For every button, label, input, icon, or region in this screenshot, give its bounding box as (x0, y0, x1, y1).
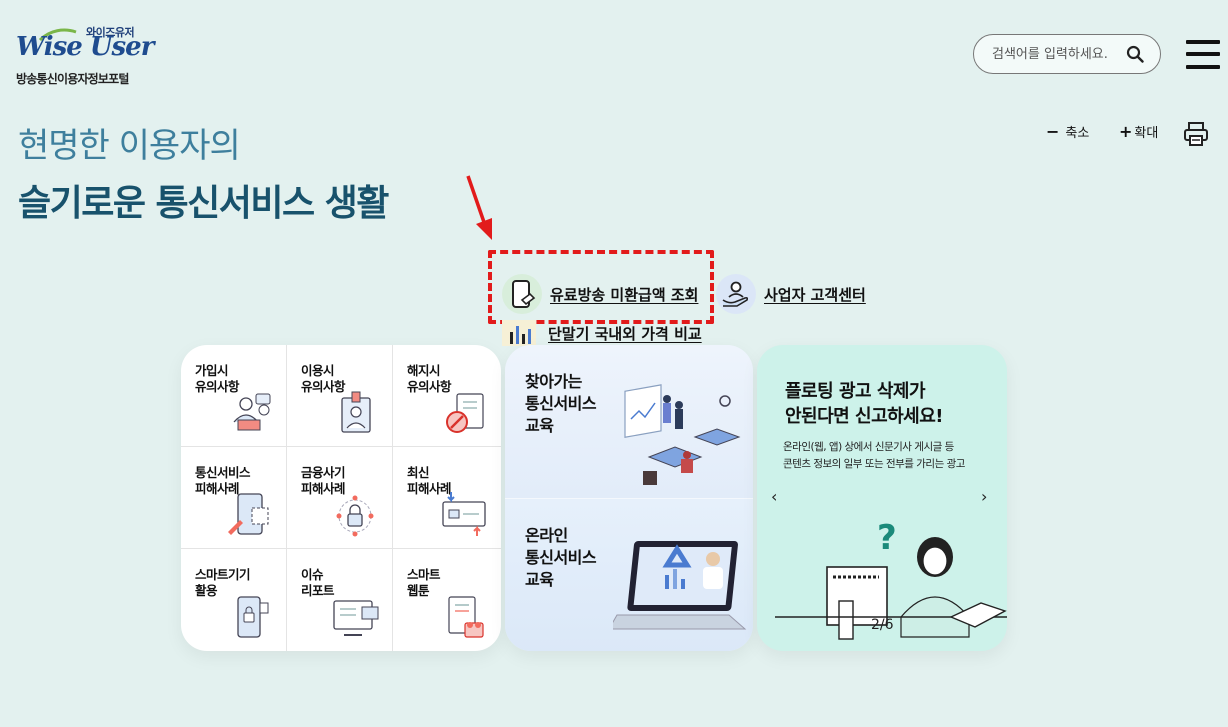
tile-telecom-damage[interactable]: 통신서비스 피해사례 (181, 447, 287, 549)
online-education-card[interactable]: 온라인 통신서비스 교육 (505, 498, 753, 651)
tile-latest-damage[interactable]: 최신 피해사례 (393, 447, 501, 549)
chart-compare-icon (502, 320, 536, 346)
quick-link-label: 단말기 국내외 가격 비교 (548, 324, 702, 343)
education-panel: 찾아가는 통신서비스 교육 온라인 통신서비스 교육 (505, 345, 753, 651)
logo-main-text: Wise User (16, 32, 154, 62)
tile-issue-report[interactable]: 이슈 리포트 (287, 549, 393, 651)
search-input[interactable] (992, 44, 1122, 64)
info-tile-grid: 가입시 유의사항 이용시 유의사항 해지시 유의사항 통신서비스 피해사례 (181, 345, 501, 651)
zoom-out-button[interactable]: −축소 (1046, 122, 1089, 141)
tile-financial-fraud[interactable]: 금융사기 피해사례 (287, 447, 393, 549)
minus-icon: − (1046, 122, 1060, 141)
hamburger-icon (1186, 40, 1220, 44)
tile-signup-notice[interactable]: 가입시 유의사항 (181, 345, 287, 447)
banner-title: 플로팅 광고 삭제가 안된다면 신고하세요! (785, 381, 944, 427)
id-card-icon (341, 391, 371, 433)
tile-smart-device[interactable]: 스마트기기 활용 (181, 549, 287, 651)
tile-cancel-notice[interactable]: 해지시 유의사항 (393, 345, 501, 447)
tile-usage-notice[interactable]: 이용시 유의사항 (287, 345, 393, 447)
quick-link-price-compare[interactable]: 단말기 국내외 가격 비교 (502, 320, 702, 346)
red-arrow-annotation (466, 175, 492, 240)
banner-page-counter: 2/6 (871, 617, 894, 633)
classroom-illustration-icon (624, 384, 741, 485)
hero-title: 슬기로운 통신서비스 생활 (18, 183, 389, 224)
highlight-annotation-box (488, 250, 714, 324)
lock-network-icon (336, 495, 374, 537)
banner-description: 온라인(웹, 앱) 상에서 신문기사 게시글 등 콘텐츠 정보의 일부 또는 전… (783, 441, 965, 470)
zoom-out-label: 축소 (1065, 126, 1090, 141)
search-icon[interactable] (1126, 45, 1144, 63)
quick-link-label: 사업자 고객센터 (764, 285, 866, 304)
phone-refund-icon (502, 274, 542, 314)
search-box (973, 34, 1161, 74)
woman-computer-illustration-icon: ? (775, 518, 1007, 640)
banner-prev-button[interactable]: ‹ (771, 487, 778, 506)
browser-alert-icon (442, 492, 486, 536)
print-icon[interactable] (1183, 121, 1209, 147)
logo-swoosh-icon (38, 28, 77, 42)
logo-subtitle: 방송통신이용자정보포털 (16, 72, 129, 86)
site-logo[interactable]: 와이즈유저 Wise User 방송통신이용자정보포털 (16, 22, 156, 88)
signup-people-icon (233, 393, 271, 431)
zoom-in-button[interactable]: +확대 (1119, 122, 1158, 141)
floating-ad-banner[interactable]: 플로팅 광고 삭제가 안된다면 신고하세요! 온라인(웹, 앱) 상에서 신문기… (757, 345, 1007, 651)
hero-subtitle: 현명한 이용자의 (18, 126, 241, 166)
plus-icon: + (1119, 122, 1133, 141)
video-document-icon (448, 596, 484, 638)
quick-link-label: 유료방송 미환급액 조회 (550, 285, 699, 304)
visiting-education-card[interactable]: 찾아가는 통신서비스 교육 (505, 345, 753, 498)
monitor-report-icon (333, 600, 379, 636)
zoom-in-label: 확대 (1134, 126, 1159, 141)
quick-link-refund-lookup[interactable]: 유료방송 미환급액 조회 (502, 274, 698, 314)
cancel-document-icon (446, 393, 484, 433)
svg-text:?: ? (877, 518, 897, 558)
menu-button[interactable] (1186, 38, 1220, 70)
customer-center-icon (716, 274, 756, 314)
tile-smart-webtoon[interactable]: 스마트 웹툰 (393, 549, 501, 651)
quick-link-customer-center[interactable]: 사업자 고객센터 (716, 274, 866, 314)
banner-next-button[interactable]: › (981, 487, 988, 506)
phone-scan-icon (228, 493, 269, 535)
laptop-lecture-icon (613, 541, 747, 630)
logo-small-text: 와이즈유저 (86, 26, 135, 39)
smartphone-lock-icon (237, 596, 269, 638)
